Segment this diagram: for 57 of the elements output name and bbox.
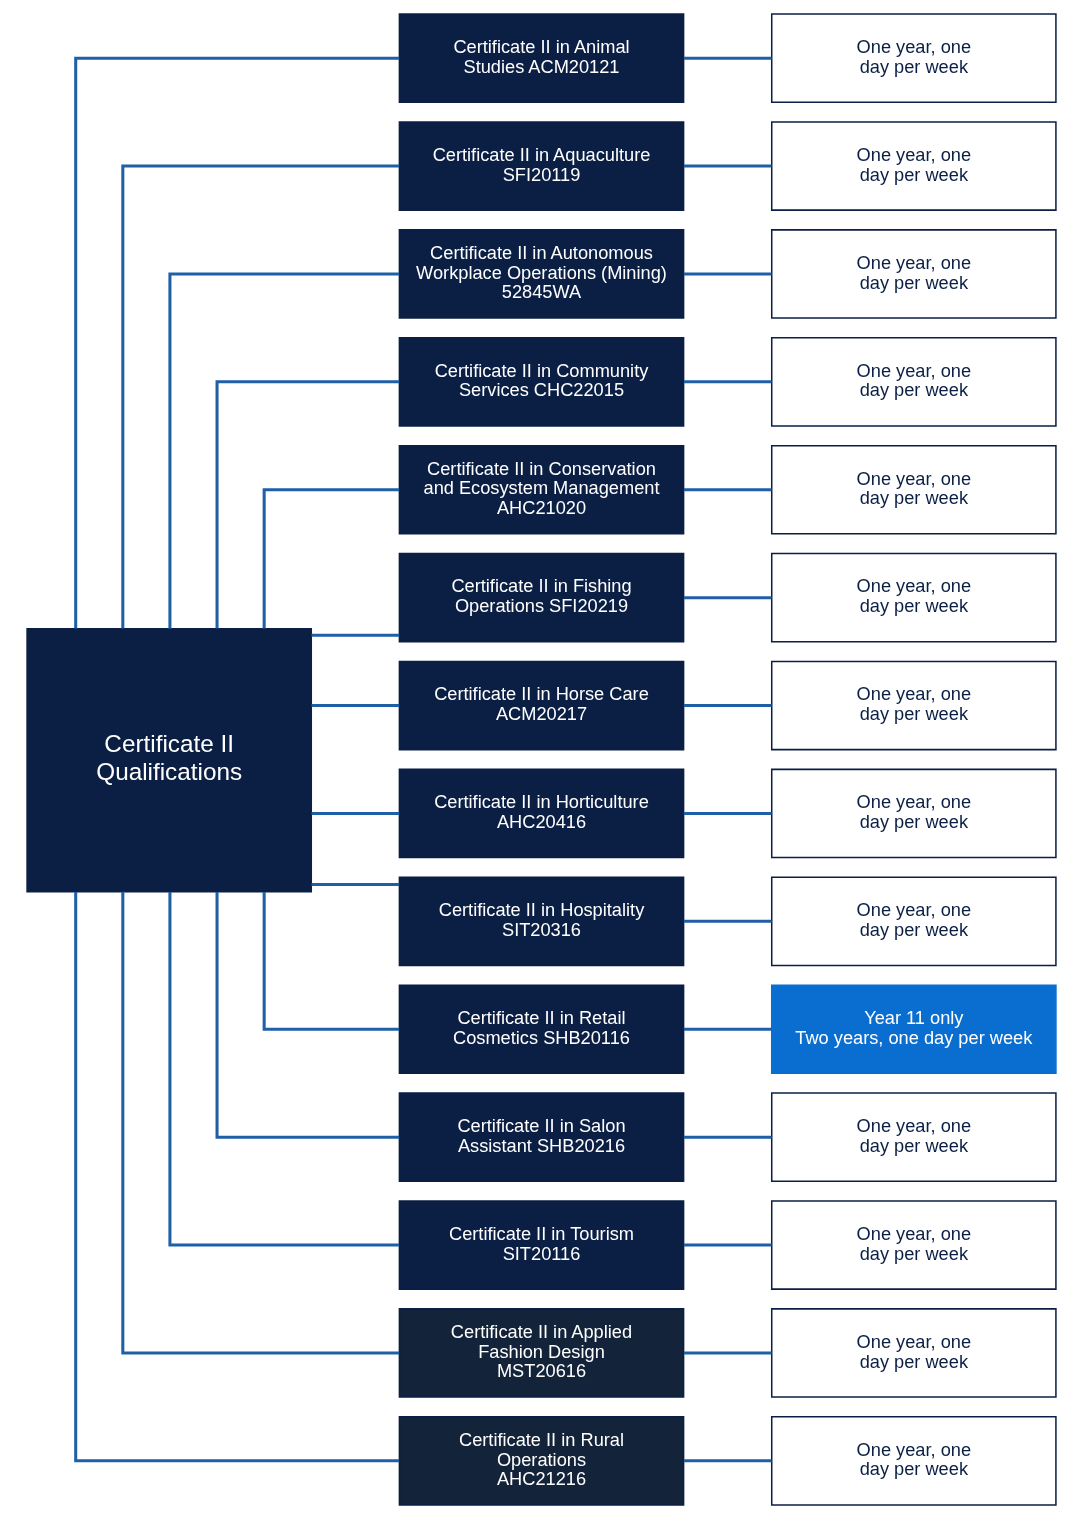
connector (74, 56, 400, 629)
node-box: Certificate II in Conservation and Ecosystem Management AHC21020 (398, 444, 685, 535)
node-box: One year, one day per week (771, 444, 1057, 535)
connector (215, 892, 400, 1139)
node-box: One year, one day per week (771, 1308, 1057, 1398)
connector (262, 488, 400, 629)
node-box: One year, one day per week (771, 1416, 1057, 1506)
node-box: Certificate II in Tourism SIT20116 (398, 1200, 685, 1290)
connector (683, 596, 772, 600)
node-box: Certificate II in Hospitality SIT20316 (398, 876, 685, 967)
connector (683, 1459, 772, 1463)
connector (683, 811, 772, 815)
node-box: Certificate II in Rural Operations AHC21216 (398, 1416, 685, 1506)
node-box: One year, one day per week (771, 660, 1057, 751)
node-box: One year, one day per week (771, 121, 1057, 211)
node-box: Certificate II in Fishing Operations SFI20219 (398, 552, 685, 643)
connector (311, 633, 400, 637)
node-box: One year, one day per week (771, 1200, 1057, 1290)
node-box: Certificate II in Applied Fashion Design MST20616 (398, 1308, 685, 1398)
connector (311, 883, 400, 886)
connector (683, 164, 772, 168)
connector (311, 704, 400, 708)
node-box: Certificate II in Retail Cosmetics SHB20116 (398, 984, 685, 1075)
node-box: Year 11 only Two years, one day per week (771, 984, 1057, 1075)
connector (683, 1135, 772, 1139)
connector (74, 892, 400, 1463)
node-box: Certificate II in Aquaculture SFI20119 (398, 121, 685, 211)
connector (683, 1027, 772, 1031)
connector (311, 811, 400, 815)
connector (262, 892, 400, 1031)
connector (683, 1243, 772, 1247)
connector (683, 488, 772, 492)
node-box: Certificate II in Salon Assistant SHB20216 (398, 1092, 685, 1182)
node-box: One year, one day per week (771, 337, 1057, 427)
node-box: One year, one day per week (771, 768, 1057, 859)
connector (683, 1351, 772, 1355)
connector (121, 891, 400, 1355)
connector (215, 380, 400, 629)
node-box: One year, one day per week (771, 552, 1057, 643)
node-box: One year, one day per week (771, 876, 1057, 967)
connector (683, 704, 772, 708)
connector (168, 272, 399, 629)
node-box: Certificate II in Horticulture AHC20416 (398, 768, 685, 859)
connector (683, 919, 772, 923)
node-box: Certificate II in Animal Studies ACM20121 (398, 13, 685, 103)
connector (683, 56, 772, 60)
node-box: Certificate II in Community Services CHC22015 (398, 337, 685, 427)
node-box: Certificate II in Autonomous Workplace Operations (Mining) 52845WA (398, 229, 685, 319)
node-box: One year, one day per week (771, 1092, 1057, 1182)
connector (683, 272, 772, 276)
connector (121, 164, 400, 629)
node-box: One year, one day per week (771, 13, 1057, 103)
connector (683, 380, 772, 384)
node-box: Certificate II in Horse Care ACM20217 (398, 660, 685, 751)
node-box: One year, one day per week (771, 229, 1057, 319)
connector (168, 892, 399, 1247)
node-box: Certificate II Qualifications (26, 628, 312, 893)
